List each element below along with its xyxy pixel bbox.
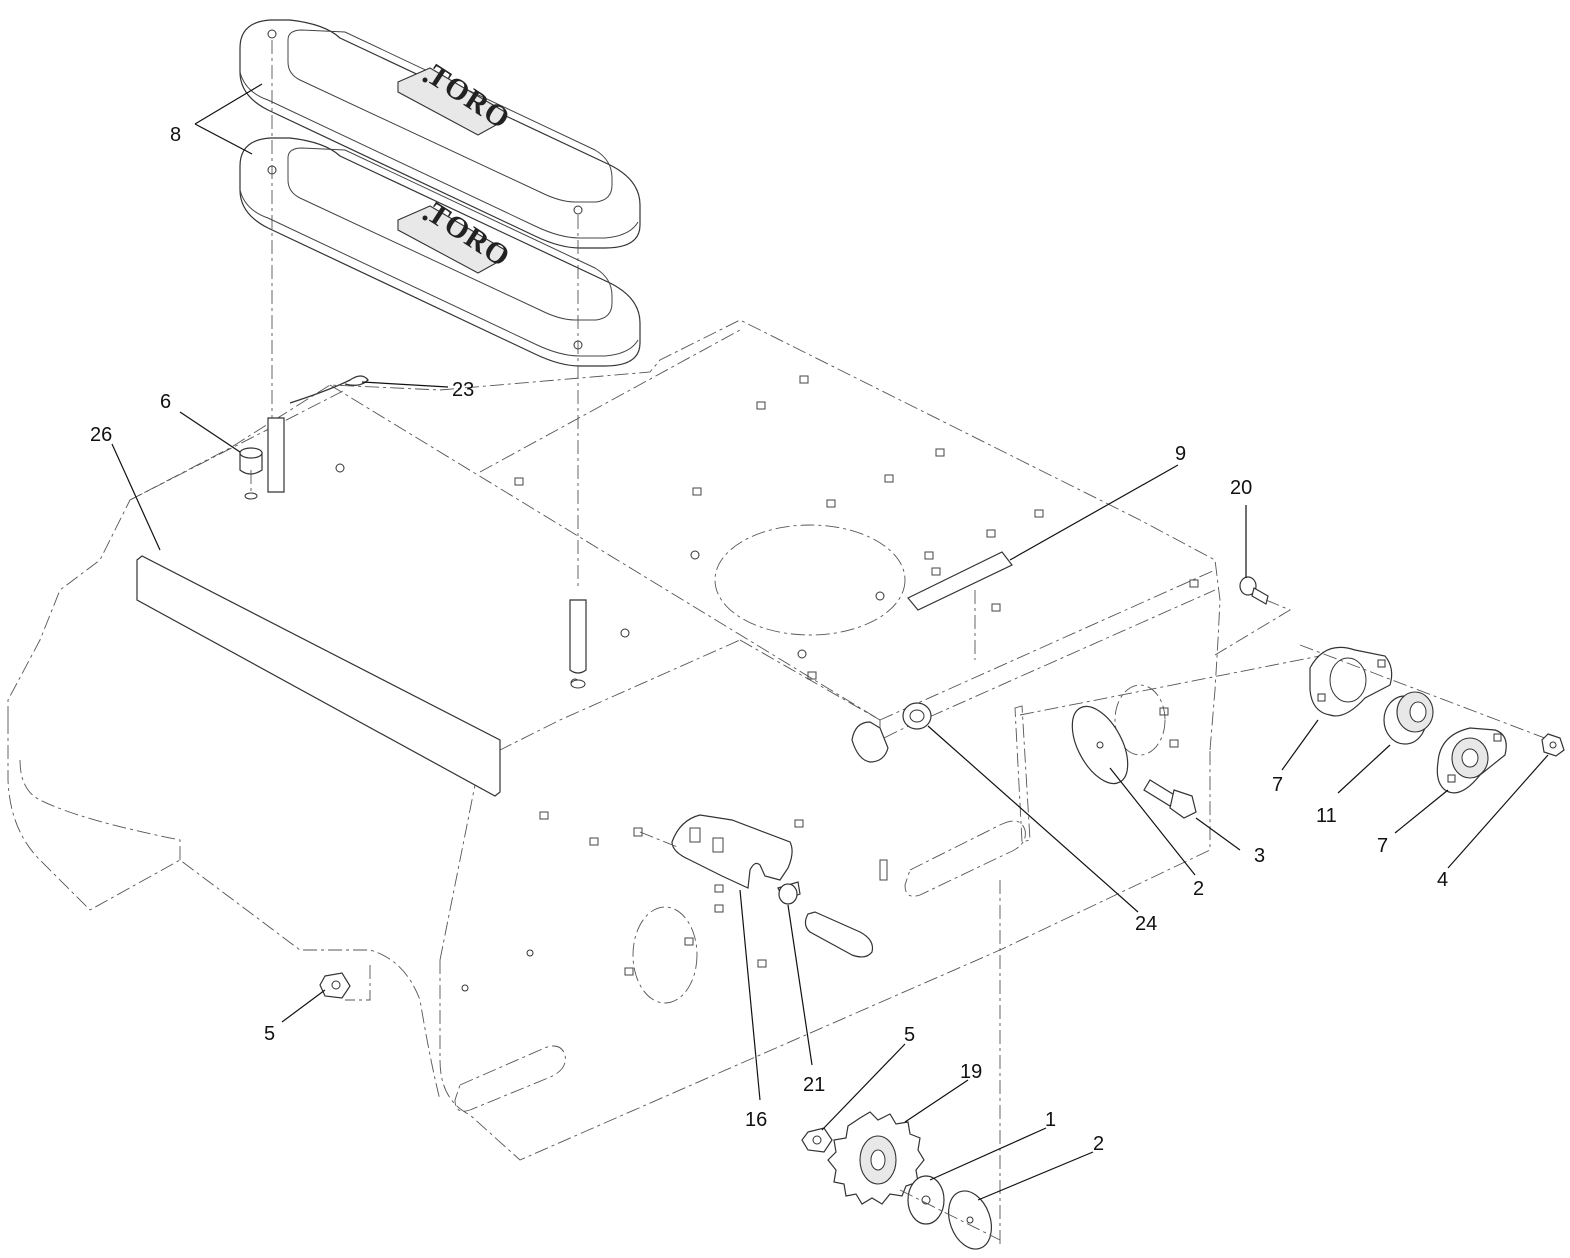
bolt-part-20 — [1214, 576, 1291, 656]
callout-7-left: 7 — [1272, 774, 1283, 796]
callout-5-sprocket: 5 — [904, 1024, 915, 1046]
callout-19: 19 — [960, 1061, 982, 1083]
callout-24: 24 — [1135, 913, 1157, 935]
callout-21: 21 — [803, 1074, 825, 1096]
flange-part-7-left — [1309, 646, 1393, 717]
callout-9: 9 — [1175, 443, 1186, 465]
bolt-part-3 — [1143, 779, 1197, 819]
callout-8: 8 — [170, 124, 181, 146]
decal-part-26 — [136, 555, 501, 797]
frame-outline — [7, 319, 1221, 1161]
bearing-part-11 — [1383, 691, 1434, 745]
callout-23: 23 — [452, 379, 474, 401]
callout-labels: 8 23 6 26 9 20 7 11 7 4 3 2 24 16 21 5 5… — [90, 124, 1448, 1155]
callout-26: 26 — [90, 424, 112, 446]
foot-pad-upper: TORO — [239, 19, 641, 249]
callout-3: 3 — [1254, 845, 1265, 867]
decal-part-9 — [907, 551, 1013, 611]
callout-2-lower: 2 — [1093, 1133, 1104, 1155]
callout-7-right: 7 — [1377, 835, 1388, 857]
callout-16: 16 — [745, 1109, 767, 1131]
callout-11: 11 — [1316, 805, 1337, 827]
callout-2-mid: 2 — [1193, 878, 1204, 900]
nut-part-5-sprocket — [801, 1127, 833, 1153]
callout-6: 6 — [160, 391, 171, 413]
flange-part-7-right — [1436, 727, 1507, 794]
knob-part-6 — [239, 447, 263, 500]
nut-part-4 — [1541, 733, 1565, 757]
callout-5-left: 5 — [264, 1023, 275, 1045]
bracket-part-16 — [633, 814, 793, 889]
callout-20: 20 — [1230, 477, 1252, 499]
sprocket-part-19 — [827, 1111, 925, 1205]
nut-part-5-left — [319, 972, 351, 999]
pin-part-21 — [777, 881, 801, 905]
bushing-part-24 — [902, 702, 932, 730]
foot-pad-lower: TORO — [239, 137, 641, 367]
leader-lines — [111, 83, 1549, 1201]
callout-1: 1 — [1045, 1109, 1056, 1131]
callout-4: 4 — [1437, 869, 1448, 891]
